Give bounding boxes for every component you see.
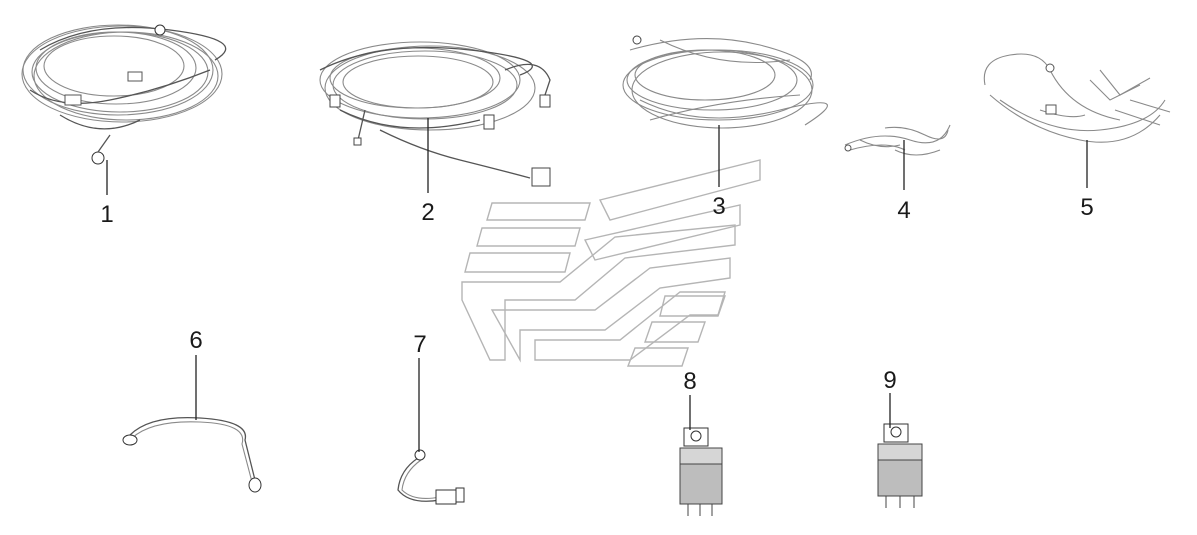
callout-8: 8 — [683, 368, 696, 395]
part-3-wire-harness — [622, 35, 828, 129]
part-7-wire-connector — [397, 449, 465, 505]
part-6-ground-strap — [122, 416, 262, 493]
leader-lines — [106, 118, 1088, 452]
part-1-wire-harness — [21, 24, 227, 165]
part-9-relay — [877, 423, 923, 508]
callout-4: 4 — [897, 197, 910, 224]
callout-6: 6 — [189, 327, 202, 354]
part-2-wire-harness — [319, 41, 551, 187]
callout-9: 9 — [883, 367, 896, 394]
callout-5: 5 — [1080, 194, 1093, 221]
part-5-wire-harness — [983, 53, 1171, 143]
part-4-wire-bundle — [844, 124, 951, 156]
callout-labels: 1 2 3 4 5 6 7 8 9 — [100, 193, 1093, 395]
callout-7: 7 — [413, 331, 426, 358]
callout-2: 2 — [421, 199, 434, 226]
callout-3: 3 — [712, 193, 725, 220]
part-8-relay — [679, 427, 723, 516]
callout-1: 1 — [100, 201, 113, 228]
watermark-logo — [461, 159, 761, 367]
